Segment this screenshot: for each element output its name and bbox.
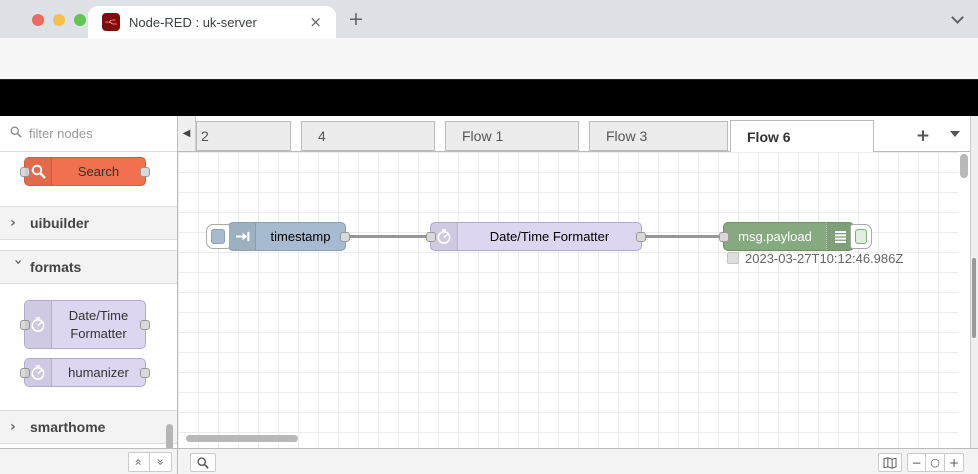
node-label: timestamp — [270, 228, 331, 244]
node-status-text: 2023-03-27T10:12:46.986Z — [745, 251, 904, 266]
tab-label: Flow 3 — [606, 128, 648, 144]
canvas-footer: − ○ + — [178, 448, 978, 474]
palette-filter-row — [0, 116, 177, 152]
debug-icon — [826, 223, 853, 250]
zoom-reset-button[interactable]: ○ — [926, 453, 945, 472]
browser-tabstrip: Node-RED : uk-server × + — [0, 0, 978, 38]
add-flow-button[interactable]: + — [915, 126, 931, 146]
category-label: formats — [30, 259, 82, 275]
expand-all-categories-button[interactable]: » — [150, 452, 172, 472]
inject-icon — [229, 223, 256, 250]
node-output-port — [140, 319, 150, 330]
search-node-icon — [25, 158, 52, 185]
palette-node-label: Search — [77, 163, 120, 179]
node-label: msg.payload — [738, 228, 812, 244]
palette-node-label: humanizer — [68, 364, 129, 380]
node-label: Date/Time Formatter — [489, 228, 610, 244]
node-palette: Search › uibuilder › formats Date/Time F… — [0, 116, 178, 448]
browser-toolbar: ← → ↻ ⚠ Not Secure | uk-server :2718/#fl… — [0, 38, 978, 112]
palette-category-formats[interactable]: › formats — [0, 250, 177, 284]
node-red-header: Node-RED Deploy — [0, 80, 978, 192]
macos-minimize-button[interactable] — [53, 14, 65, 26]
palette-scrollbar[interactable] — [166, 424, 173, 448]
node-input-port — [20, 319, 30, 330]
collapse-all-categories-button[interactable]: « — [128, 452, 150, 472]
category-label: smarthome — [30, 419, 106, 435]
inject-node[interactable]: timestamp — [228, 222, 350, 251]
palette-node-label: Date/Time Formatter — [68, 307, 129, 341]
node-input-port[interactable] — [426, 231, 436, 242]
node-output-port — [140, 367, 150, 378]
node-input-port — [20, 367, 30, 378]
chevron-right-icon: › — [10, 419, 16, 435]
flow-list-chevron-icon[interactable] — [950, 131, 960, 137]
separator-grip[interactable] — [972, 258, 976, 338]
timer-icon — [25, 301, 52, 348]
browser-tab[interactable]: Node-RED : uk-server × — [88, 6, 336, 38]
canvas-search-button[interactable] — [190, 453, 216, 472]
tab-label: Flow 6 — [747, 128, 791, 145]
node-output-port[interactable] — [340, 231, 350, 242]
tab-scroll-left-button[interactable]: ◀ — [178, 116, 196, 151]
macos-close-button[interactable] — [32, 14, 44, 26]
palette-node-search[interactable]: Search — [20, 157, 150, 186]
wire[interactable] — [346, 235, 434, 238]
palette-node-humanizer[interactable]: humanizer — [20, 358, 150, 387]
tab-label: 4 — [318, 128, 326, 144]
tab-search-chevron-icon[interactable] — [951, 11, 964, 24]
flow-tab-flow1[interactable]: Flow 1 — [445, 121, 579, 151]
canvas-vertical-scrollbar[interactable] — [960, 154, 968, 178]
palette-node-datetime-formatter[interactable]: Date/Time Formatter — [20, 300, 150, 349]
flow-tab-flow3[interactable]: Flow 3 — [589, 121, 728, 151]
node-input-port[interactable] — [719, 231, 729, 242]
browser-tab-title: Node-RED : uk-server — [129, 14, 257, 30]
new-tab-button[interactable]: + — [348, 8, 364, 30]
node-input-port — [20, 166, 30, 177]
palette-category-smarthome[interactable]: › smarthome — [0, 410, 177, 444]
chevron-down-icon: › — [10, 259, 26, 265]
palette-footer: « » — [0, 448, 178, 474]
canvas-scroll-zone — [958, 152, 970, 448]
palette-category-uibuilder[interactable]: › uibuilder — [0, 206, 177, 240]
inject-trigger-button[interactable] — [206, 224, 230, 249]
zoom-out-button[interactable]: − — [907, 453, 926, 472]
palette-filter-input[interactable] — [29, 126, 159, 141]
node-red-favicon-icon — [102, 13, 120, 31]
search-icon — [10, 125, 22, 143]
datetime-formatter-node[interactable]: Date/Time Formatter — [426, 222, 646, 251]
node-status-dot — [727, 252, 739, 264]
chevron-right-icon: › — [10, 215, 16, 231]
tab-label: 2 — [201, 128, 209, 144]
tab-label: Flow 1 — [462, 128, 504, 144]
wire[interactable] — [642, 235, 728, 238]
tab-close-icon[interactable]: × — [309, 13, 322, 31]
node-output-port[interactable] — [636, 231, 646, 242]
debug-node[interactable]: msg.payload — [719, 222, 854, 251]
zoom-in-button[interactable]: + — [945, 453, 964, 472]
macos-zoom-button[interactable] — [74, 14, 86, 26]
node-output-port — [140, 166, 150, 177]
sidebar-separator[interactable] — [970, 116, 978, 448]
flow-canvas[interactable]: timestamp Date/Time Formatter msg.payloa… — [178, 152, 958, 448]
navigator-map-button[interactable] — [878, 453, 902, 472]
flow-tab-2[interactable]: 2 — [196, 121, 291, 151]
flow-tab-flow6-active[interactable]: Flow 6 — [730, 120, 874, 152]
category-label: uibuilder — [30, 215, 90, 231]
workspace-tabbar: ◀ 2 4 Flow 1 Flow 3 Flow 6 + — [178, 116, 970, 152]
timer-icon — [25, 359, 52, 386]
debug-toggle-button[interactable] — [850, 224, 872, 249]
canvas-horizontal-scrollbar[interactable] — [186, 435, 298, 442]
flow-tab-4[interactable]: 4 — [301, 121, 435, 151]
